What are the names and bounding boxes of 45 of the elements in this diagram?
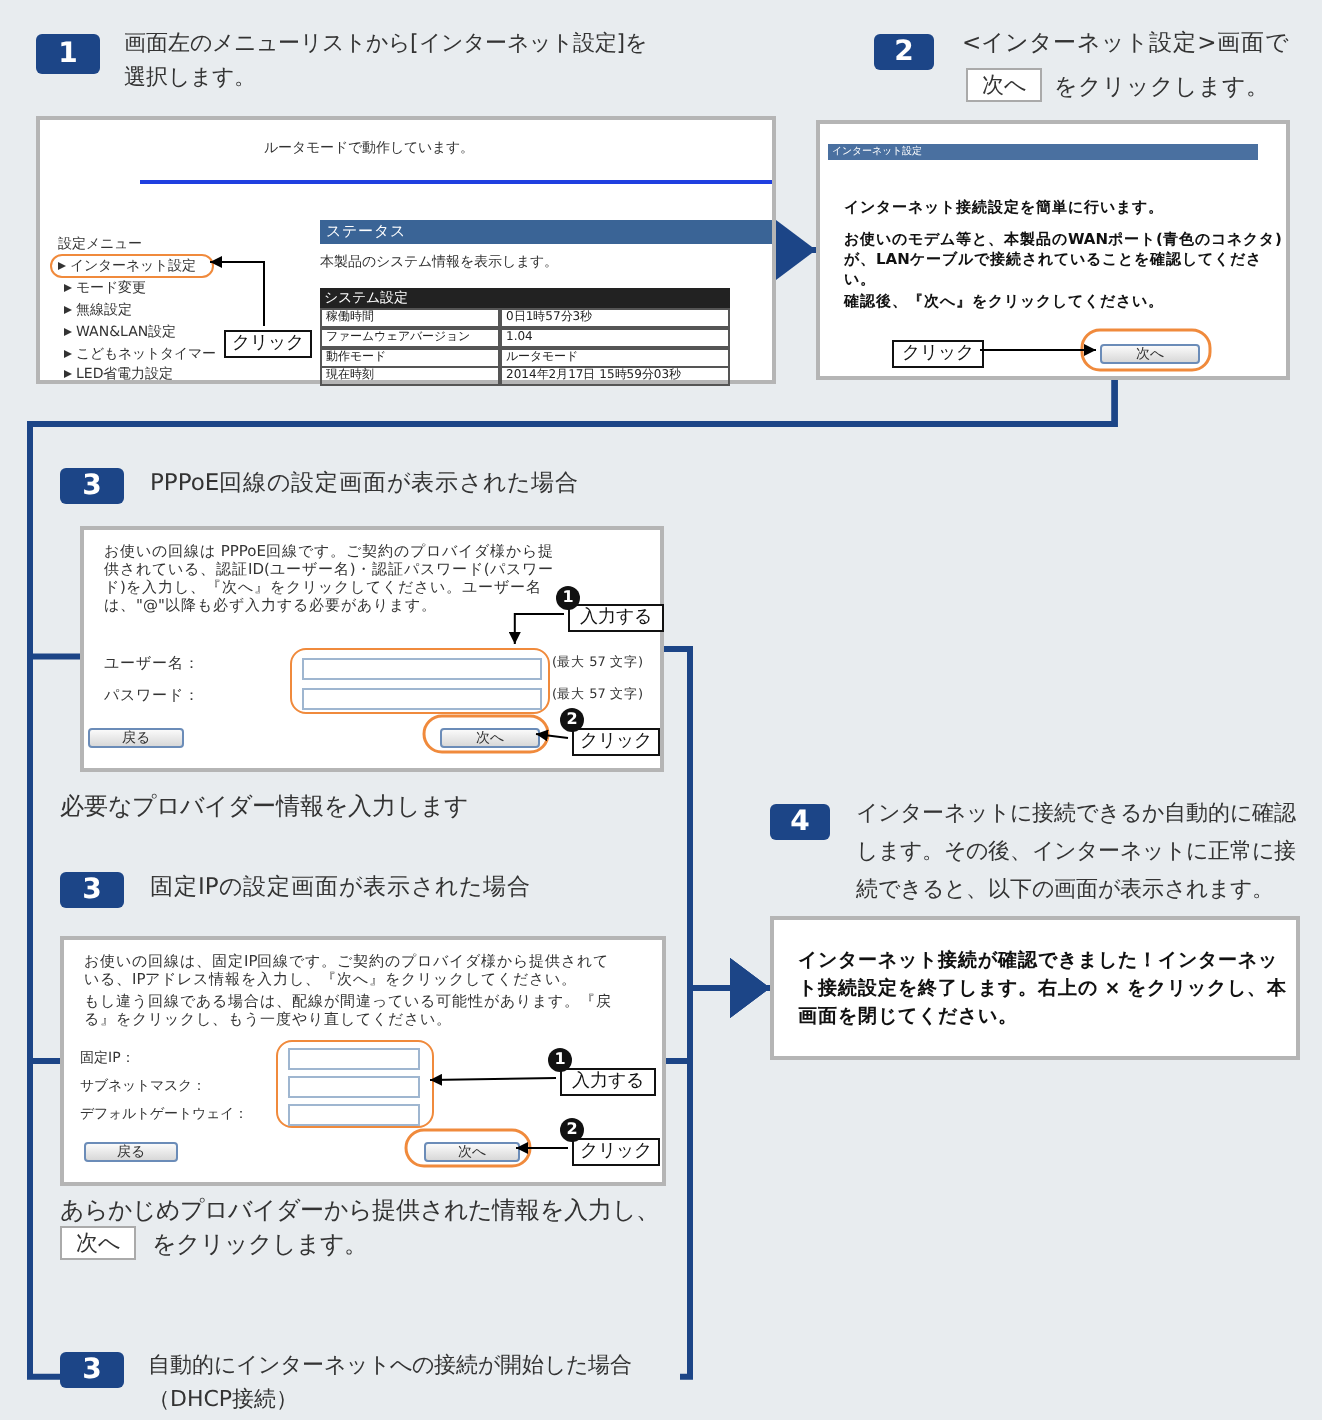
instruction-text: <インターネット設定>画面で xyxy=(962,26,1291,60)
button-name: 次へ xyxy=(966,68,1042,102)
dialog-panel xyxy=(770,916,1300,1060)
callout-number: 2 xyxy=(560,1118,584,1142)
message-text: インターネット接続が確認できました！インターネット接続設定を終了します。右上の × をクリックし、本画面を閉じてください。 xyxy=(798,948,1288,1032)
instruction-text: をクリックします。 xyxy=(1054,70,1272,104)
callout-number: 1 xyxy=(548,1048,572,1072)
instruction-text: 画面左のメニューリストから[インターネット設定]を選択します。 xyxy=(124,28,648,94)
instruction-text: あらかじめプロバイダーから提供された情報を入力し、 xyxy=(60,1194,662,1228)
callout-label: クリック xyxy=(572,1138,660,1166)
flow-arrow xyxy=(776,220,816,280)
screenshot-panel xyxy=(816,120,1290,380)
instruction-text: 必要なプロバイダー情報を入力します xyxy=(60,790,470,824)
step-number: 3 xyxy=(60,468,124,504)
step-number: 3 xyxy=(60,1352,124,1388)
highlight-frame xyxy=(276,1040,434,1128)
callout-number: 2 xyxy=(560,708,584,732)
step-heading: 自動的にインターネットへの接続が開始した場合（DHCP接続） xyxy=(148,1350,634,1416)
leader-line xyxy=(209,256,265,327)
step-heading: 固定IPの設定画面が表示された場合 xyxy=(150,870,533,904)
step-heading: PPPoE回線の設定画面が表示された場合 xyxy=(150,466,582,500)
leader-line xyxy=(979,344,1097,356)
callout-label: 入力する xyxy=(568,604,664,632)
callout-number: 1 xyxy=(556,586,580,610)
step-number: 2 xyxy=(874,34,934,70)
button-name: 次へ xyxy=(60,1226,136,1260)
callout-label: クリック xyxy=(572,728,660,756)
leader-line xyxy=(535,729,569,742)
callout-label: クリック xyxy=(224,330,312,358)
screenshot-panel xyxy=(60,936,666,1186)
leader-line xyxy=(429,1073,557,1086)
screenshot-panel xyxy=(36,116,776,384)
connector-line xyxy=(27,380,1118,1380)
step-number: 1 xyxy=(36,34,100,74)
instruction-text: をクリックします。 xyxy=(152,1228,370,1262)
callout-label: クリック xyxy=(892,340,984,368)
instruction-text: インターネットに接続できるか自動的に確認します。その後、インターネットに正常に接続できると、以下の画面が表示されます。 xyxy=(856,798,1298,906)
screenshot-panel xyxy=(80,526,664,772)
step-number: 3 xyxy=(60,872,124,908)
highlight-frame xyxy=(290,648,550,714)
leader-line xyxy=(515,1142,569,1154)
leader-line xyxy=(508,613,565,645)
callout-label: 入力する xyxy=(560,1068,656,1096)
flow-arrow xyxy=(680,958,770,1380)
step-number: 4 xyxy=(770,804,830,840)
